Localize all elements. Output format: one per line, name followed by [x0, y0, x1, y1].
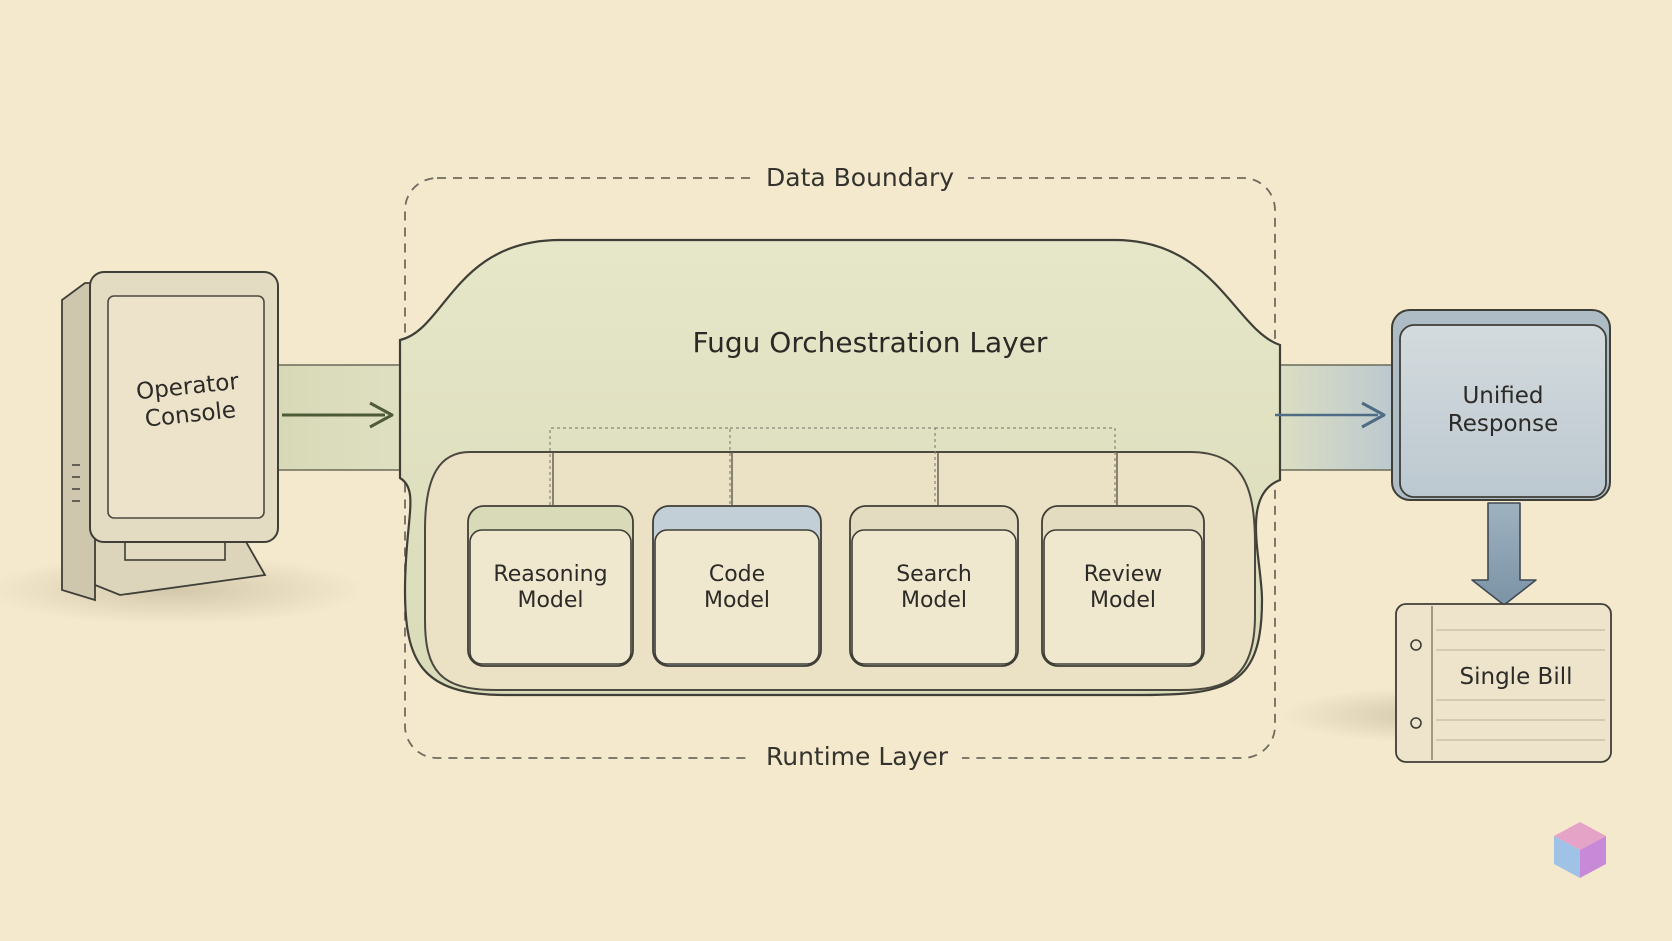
model-box-code: [652, 505, 822, 667]
review-line-2: Model: [1089, 588, 1157, 614]
response-line-2: Response: [1447, 410, 1559, 437]
runtime-layer-label: Runtime Layer: [752, 742, 963, 772]
data-boundary-label: Data Boundary: [752, 163, 969, 193]
search-model-label: Search Model: [852, 562, 1016, 615]
review-line-1: Review: [1083, 562, 1163, 587]
model-connectors: [552, 452, 1118, 505]
cube-logo-icon: [1554, 822, 1606, 878]
unified-response-box: [1391, 309, 1611, 501]
single-bill-label: Single Bill: [1459, 664, 1573, 690]
code-line-2: Model: [703, 588, 771, 614]
model-box-reasoning: [467, 505, 634, 667]
code-model-label: Code Model: [655, 562, 819, 615]
arrow-down-icon: [1471, 502, 1537, 606]
arrow-right-icon: [1275, 401, 1386, 429]
response-line-1: Unified: [1462, 383, 1544, 409]
reasoning-model-label: Reasoning Model: [470, 562, 631, 615]
model-box-review: [1041, 505, 1205, 667]
reasoning-line-2: Model: [517, 588, 584, 614]
routing-lines: [549, 427, 1116, 505]
monitor-icon: [61, 271, 279, 602]
unified-response-label: Unified Response: [1400, 383, 1606, 438]
orchestration-layer-title: Fugu Orchestration Layer: [692, 326, 1048, 359]
search-line-2: Model: [900, 588, 968, 614]
code-line-1: Code: [708, 562, 766, 587]
model-box-search: [849, 505, 1019, 667]
review-model-label: Review Model: [1044, 562, 1202, 615]
search-line-1: Search: [896, 562, 972, 587]
reasoning-line-1: Reasoning: [493, 562, 608, 587]
notepad-icon: [1395, 603, 1612, 763]
arrow-right-icon: [282, 401, 394, 429]
